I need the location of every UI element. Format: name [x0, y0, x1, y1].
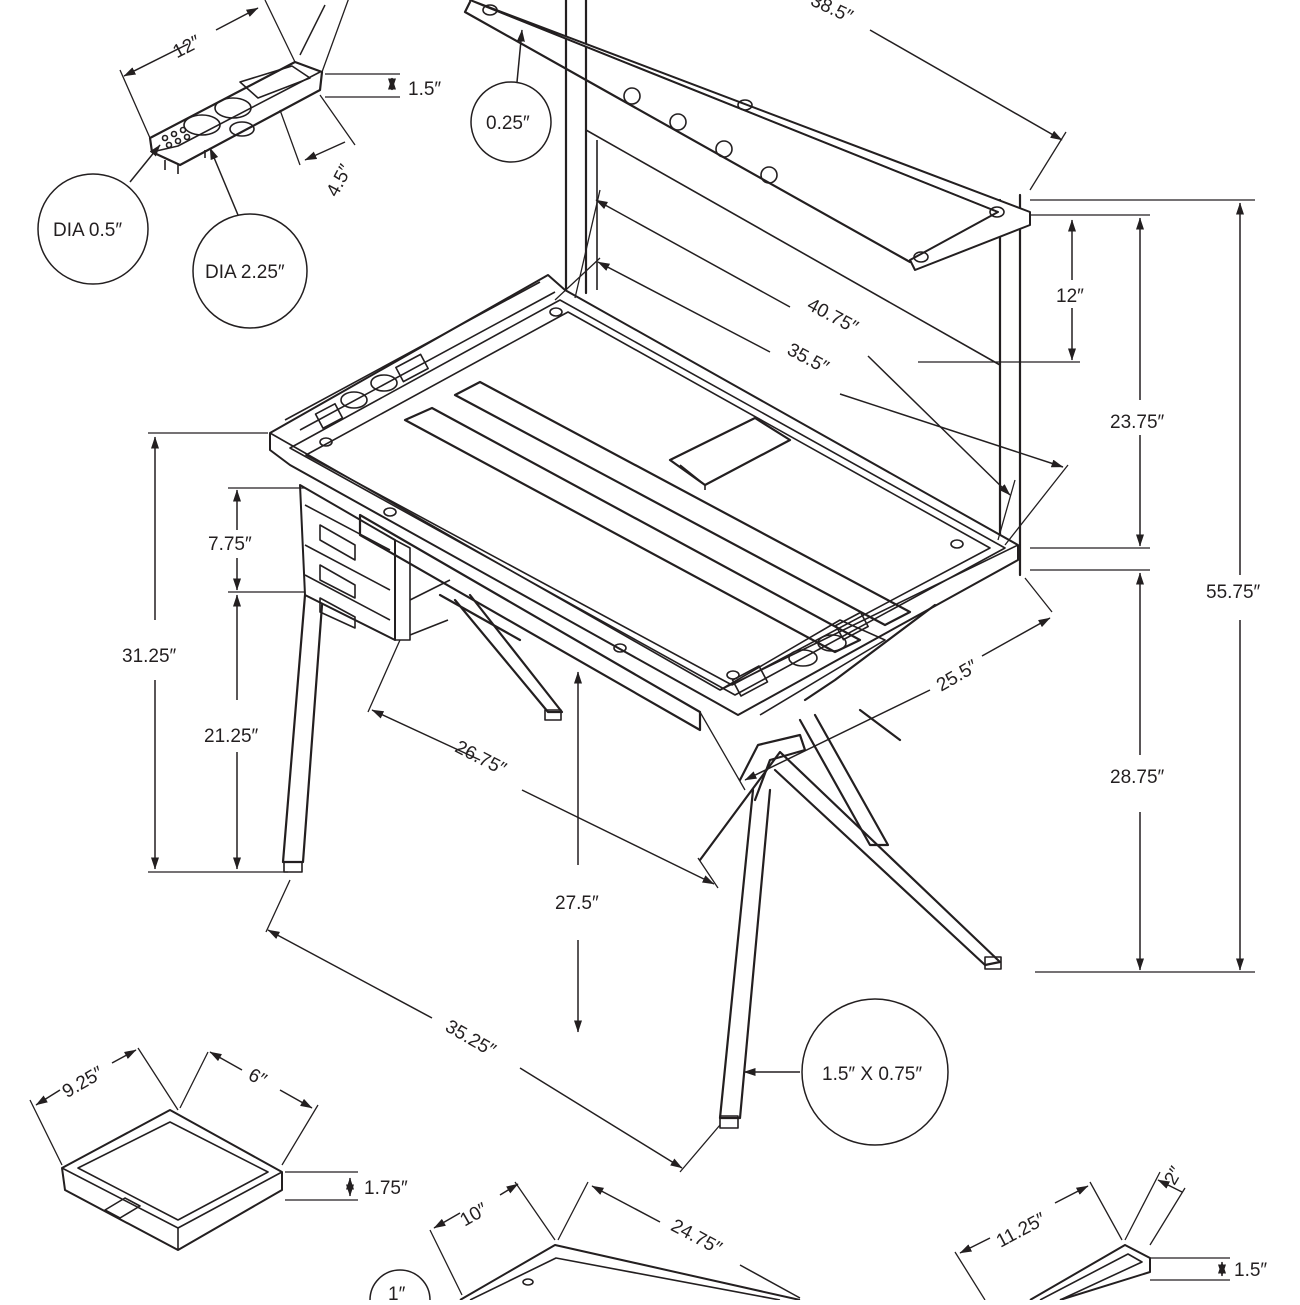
keyboard-h-label: 1″	[388, 1284, 406, 1300]
top-width-label: 40.75″	[804, 294, 862, 338]
shelf-width-label: 38.5″	[807, 0, 856, 28]
drawer-width-label: 6″	[245, 1065, 270, 1092]
ledge-width-label: 2″	[1160, 1163, 1187, 1189]
under-drawer-label: 21.25″	[204, 726, 259, 747]
base-width-label: 35.25″	[442, 1016, 500, 1061]
hole-small-bubble	[37, 173, 149, 285]
pencil-tray-detail	[119, 0, 400, 216]
main-dimension-lines	[148, 29, 1255, 1173]
inner-width-label: 35.5″	[784, 339, 833, 378]
drawer-height-label: 7.75″	[208, 534, 252, 555]
keyboard-tray-detail	[369, 1181, 801, 1305]
knee-height-label: 27.5″	[555, 893, 599, 914]
tray-width-label: 4.5″	[323, 161, 357, 200]
leg-depth-label: 26.75″	[451, 737, 509, 780]
leg-size-label: 1.5″ X 0.75″	[822, 1064, 922, 1085]
leg-size-bubble	[801, 998, 949, 1146]
keyboard-depth-label: 10″	[457, 1199, 492, 1231]
keyboard-width-label: 24.75″	[667, 1215, 725, 1259]
tray-height-label: 1.5″	[408, 79, 441, 100]
hole-large-label: DIA 2.25″	[205, 262, 285, 283]
hole-large-bubble	[192, 213, 308, 329]
desk-main-drawing	[269, 0, 1031, 1129]
desk-height-label: 28.75″	[1110, 767, 1165, 788]
shelf-height-label: 12″	[1056, 286, 1084, 307]
top-depth-label: 25.5″	[933, 656, 982, 696]
hole-small-label: DIA 0.5″	[53, 220, 122, 241]
drawer-depth-label: 9.25″	[59, 1062, 108, 1102]
glass-thickness-label: 0.25″	[486, 113, 530, 134]
ledge-length-label: 11.25″	[993, 1209, 1050, 1252]
drawer-detail	[29, 1047, 358, 1251]
ledge-height-label: 1.5″	[1234, 1260, 1267, 1281]
hutch-height-label: 23.75″	[1110, 412, 1165, 433]
total-height-label: 55.75″	[1206, 582, 1261, 603]
tray-length-label: 12″	[170, 31, 205, 62]
drawer-h-label: 1.75″	[364, 1178, 408, 1199]
glass-thickness-bubble	[470, 81, 552, 163]
front-height-label: 31.25″	[122, 646, 177, 667]
ledge-detail	[954, 1171, 1230, 1301]
